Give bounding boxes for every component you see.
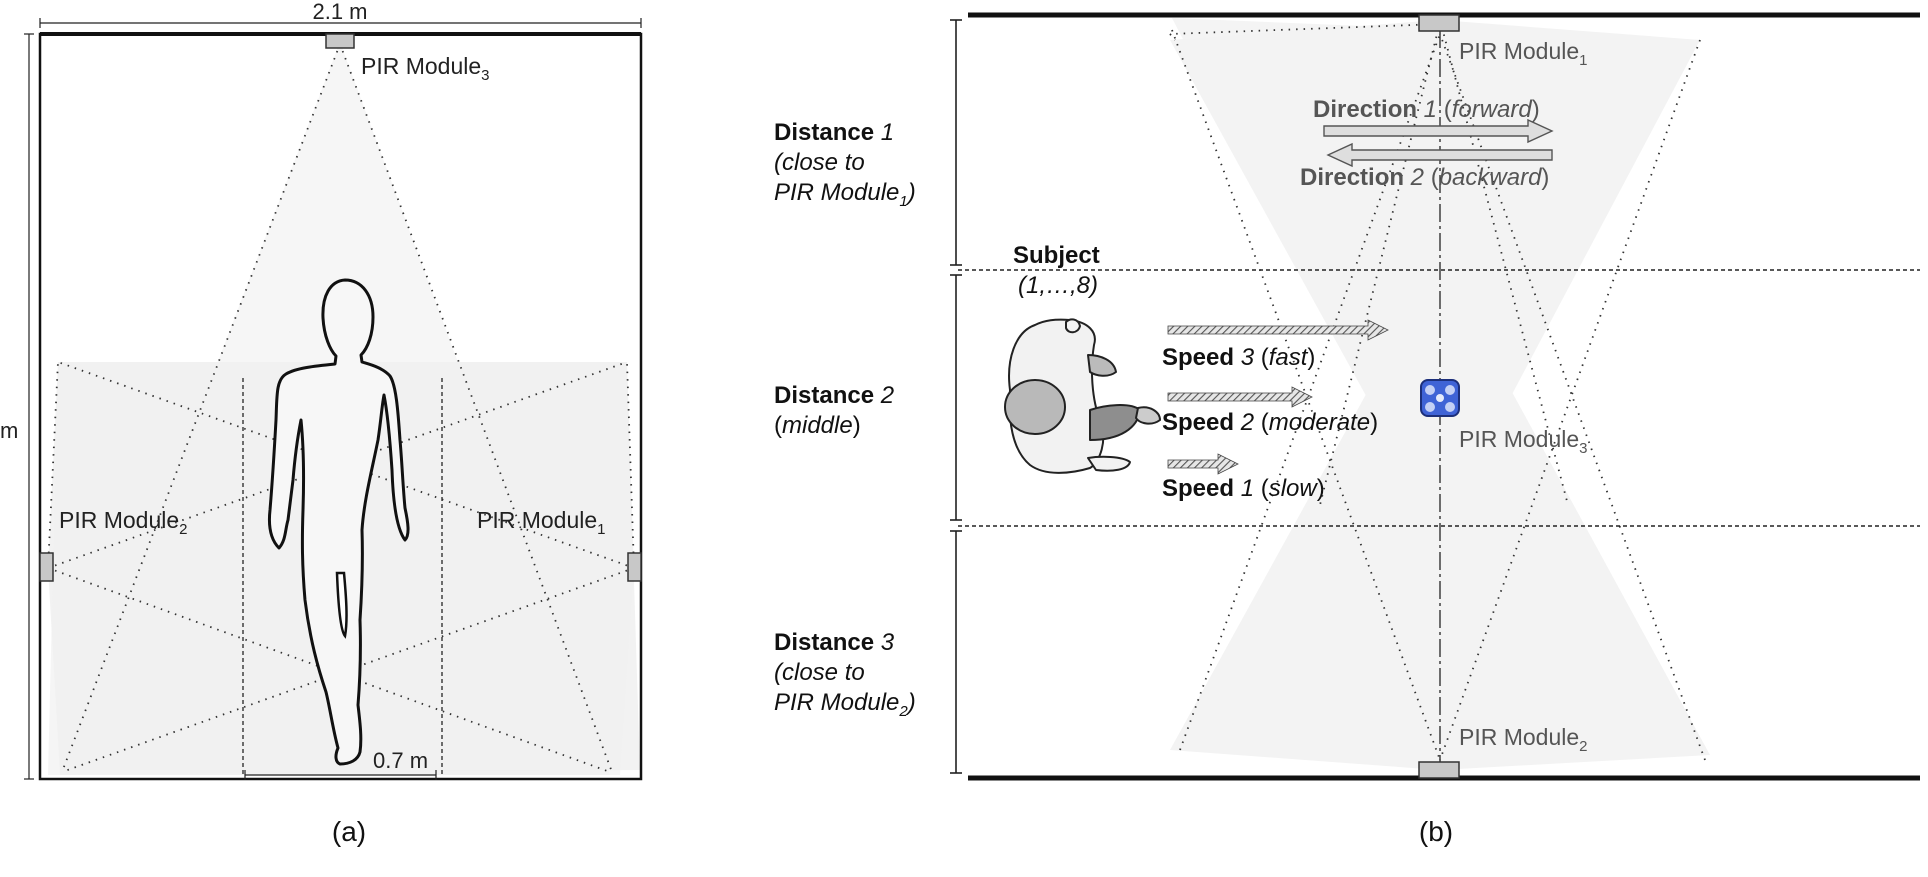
speed-2-arrow-icon — [1167, 386, 1313, 408]
dim-path-label: 0.7 m — [373, 748, 428, 773]
pir-b-label-bottom: PIR Module2 — [1459, 724, 1588, 755]
speed-1-label: Speed 1 (slow) — [1162, 475, 1325, 502]
panel-a: 2.1 m m 0.7 m PIR Module3 PIR Module2 PI… — [0, 0, 643, 847]
pir-sensor-top — [325, 33, 355, 49]
speed-3-label: Speed 3 (fast) — [1162, 344, 1315, 371]
fov-cone-bottom-full — [1170, 260, 1710, 770]
pir-b-label-mid: PIR Module3 — [1459, 426, 1588, 457]
dim-path — [244, 770, 437, 780]
pir-sensor-b-top — [1418, 14, 1460, 32]
direction-1-label: Direction 1 (forward) — [1313, 96, 1540, 123]
distance-3-line2: (close to — [774, 659, 865, 686]
speed-2-label: Speed 2 (moderate) — [1162, 409, 1378, 436]
distance-3-label: Distance 3 — [774, 629, 895, 656]
pir-sensor-right — [627, 552, 642, 582]
pir-sensor-b-mid-icon — [1420, 379, 1460, 417]
distance-1-label: Distance 1 — [774, 119, 894, 146]
dim-width — [39, 18, 642, 28]
panel-b: PIR Module1 PIR Module3 PIR Module2 Dire… — [774, 12, 1920, 847]
distance-2-label: Distance 2 — [774, 382, 894, 409]
human-silhouette-icon — [267, 278, 410, 766]
direction-2-label: Direction 2 (backward) — [1300, 164, 1549, 191]
direction-backward-arrow-icon — [1326, 142, 1553, 168]
direction-forward-arrow-icon — [1323, 118, 1554, 144]
caption-a: (a) — [332, 816, 366, 847]
dim-height-label: m — [0, 418, 18, 443]
pir-label-top: PIR Module3 — [361, 53, 490, 84]
pir-label-left: PIR Module2 — [59, 507, 188, 538]
speed-1-arrow-icon — [1167, 453, 1239, 475]
distance-1-line3: PIR Module1) — [774, 179, 916, 210]
pir-b-label-top: PIR Module1 — [1459, 38, 1588, 69]
dim-height — [24, 33, 34, 780]
pir-sensor-left — [39, 552, 54, 582]
dim-width-label: 2.1 m — [312, 0, 367, 24]
distance-2-line2: (middle) — [774, 412, 861, 439]
fov-edges-b — [1169, 19, 1706, 761]
distance-3-line3: PIR Module2) — [774, 689, 916, 720]
subject-range: (1,…,8) — [1018, 272, 1098, 299]
caption-b: (b) — [1419, 816, 1453, 847]
pir-label-right: PIR Module1 — [477, 507, 606, 538]
subject-topview-icon — [1004, 318, 1161, 474]
pir-sensor-b-bottom — [1418, 761, 1460, 779]
distance-1-line2: (close to — [774, 149, 865, 176]
speed-3-arrow-icon — [1167, 319, 1389, 341]
zone-brackets — [950, 19, 962, 774]
subject-label: Subject — [1013, 242, 1100, 269]
